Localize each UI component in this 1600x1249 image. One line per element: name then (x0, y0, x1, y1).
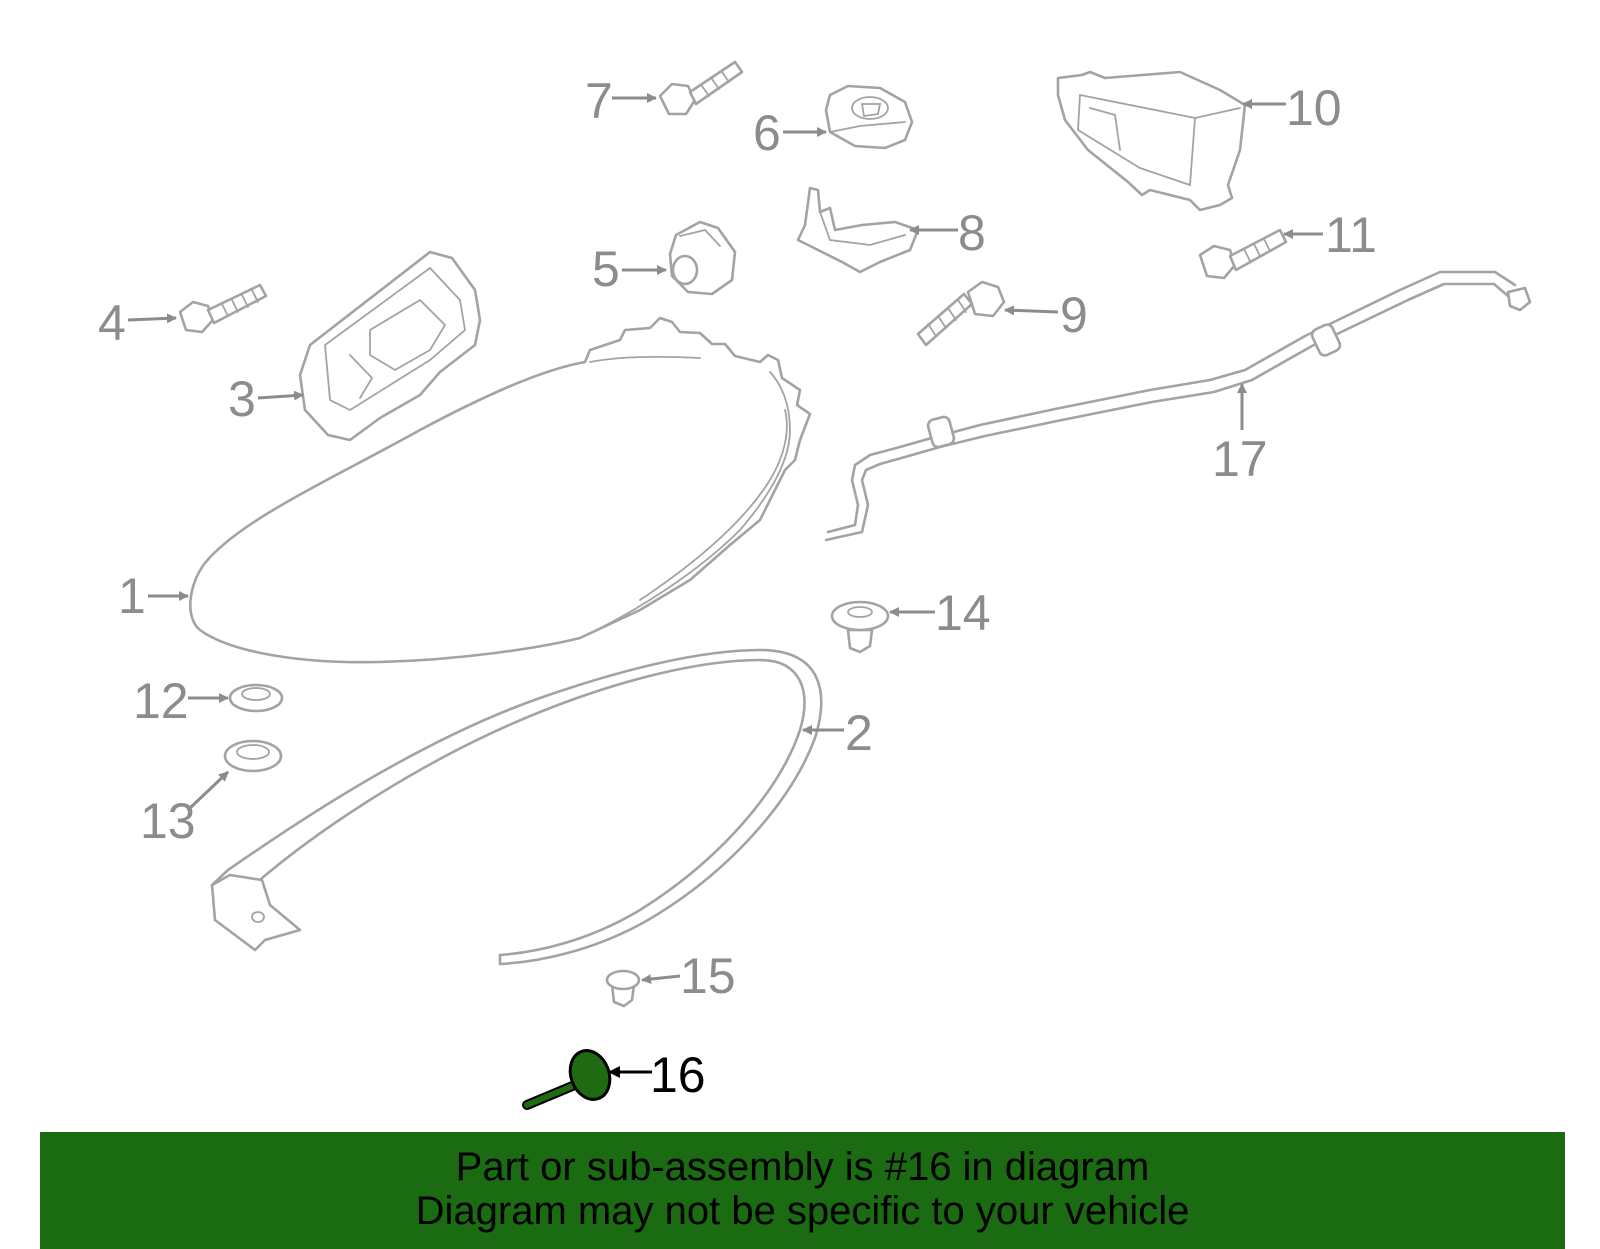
callout-11-label: 11 (1325, 207, 1377, 263)
part-14-push-clip (830, 600, 890, 654)
callout-3: 3 (228, 371, 304, 427)
callout-15: 15 (641, 948, 736, 1004)
callout-6: 6 (753, 105, 827, 161)
callout-10-label: 10 (1286, 80, 1342, 136)
callout-3-label: 3 (228, 371, 256, 427)
part-10-control-unit (1056, 70, 1247, 212)
callout-13: 13 (140, 770, 230, 849)
callout-12: 12 (133, 673, 229, 729)
part-2-seal-strip (210, 648, 823, 966)
callout-5-label: 5 (592, 241, 620, 297)
callout-1: 1 (118, 568, 189, 624)
info-banner: Part or sub-assembly is #16 in diagram D… (40, 1132, 1565, 1249)
part-12-grommet (228, 683, 284, 713)
part-5-bushing (668, 220, 737, 296)
callout-9-label: 9 (1060, 287, 1088, 343)
part-9-bolt (916, 280, 1006, 347)
callout-4: 4 (98, 295, 177, 351)
callout-14-label: 14 (935, 585, 991, 641)
banner-line-2: Diagram may not be specific to your vehi… (415, 1189, 1190, 1233)
callout-10: 10 (1242, 80, 1342, 136)
callout-11: 11 (1283, 207, 1377, 263)
part-6-connector-cap (824, 84, 914, 150)
part-17-washer-hose (824, 270, 1532, 542)
callout-16-label: 16 (650, 1047, 706, 1103)
callout-6-label: 6 (753, 105, 781, 161)
callout-7: 7 (585, 73, 657, 129)
callout-17: 17 (1212, 383, 1268, 487)
callout-8-label: 8 (958, 205, 986, 261)
banner-line-1: Part or sub-assembly is #16 in diagram (455, 1145, 1150, 1189)
callout-7-label: 7 (585, 73, 613, 129)
callout-13-label: 13 (140, 793, 196, 849)
callout-2: 2 (802, 705, 873, 761)
parts-diagram: 1 2 3 4 5 6 7 8 9 10 11 12 (98, 60, 1532, 1110)
part-4-bolt (178, 283, 268, 334)
callout-16: 16 (608, 1047, 706, 1103)
part-1-headlamp-assembly (189, 316, 812, 664)
callout-14: 14 (889, 585, 991, 641)
callout-5: 5 (592, 241, 667, 297)
part-3-housing-cover (298, 250, 482, 442)
part-13-grommet (223, 739, 283, 773)
part-7-bolt (658, 60, 744, 116)
part-16-highlighted-fastener (522, 1049, 612, 1110)
callout-17-label: 17 (1212, 431, 1268, 487)
callout-1-label: 1 (118, 568, 146, 624)
callout-8: 8 (909, 205, 986, 261)
part-11-bolt (1198, 228, 1288, 280)
callout-12-label: 12 (133, 673, 189, 729)
callout-15-label: 15 (680, 948, 736, 1004)
callout-2-label: 2 (845, 705, 873, 761)
part-8-bracket (796, 186, 920, 274)
part-15-small-clip (605, 969, 641, 1008)
callout-9: 9 (1004, 287, 1088, 343)
callout-4-label: 4 (98, 295, 126, 351)
